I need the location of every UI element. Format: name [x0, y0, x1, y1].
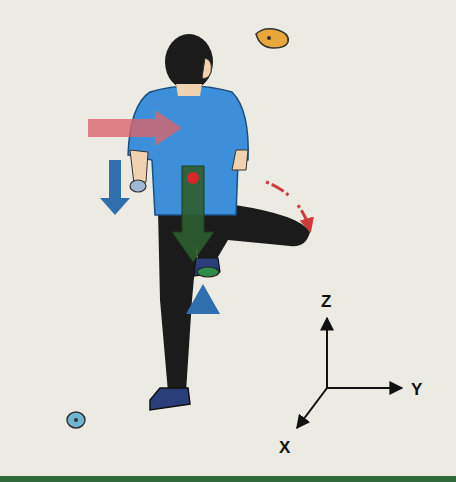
hold	[67, 412, 85, 428]
gravity-arrow	[172, 166, 214, 262]
axis-label: X	[279, 439, 290, 456]
bottom-strip	[0, 476, 456, 482]
axis-line	[326, 318, 328, 388]
axis-label: Z	[321, 293, 331, 310]
hold	[256, 29, 288, 48]
rotation-arrow	[266, 182, 310, 230]
climber-head	[165, 34, 213, 90]
hold	[197, 267, 219, 277]
axis-line	[297, 388, 327, 428]
center-of-mass	[187, 172, 199, 184]
force-arrow	[100, 160, 130, 215]
support-triangle	[186, 284, 220, 314]
axis-label: Y	[411, 381, 422, 398]
shoe	[194, 258, 220, 276]
force-arrow	[88, 110, 182, 146]
shoe	[150, 388, 190, 410]
axis-line	[327, 387, 402, 389]
